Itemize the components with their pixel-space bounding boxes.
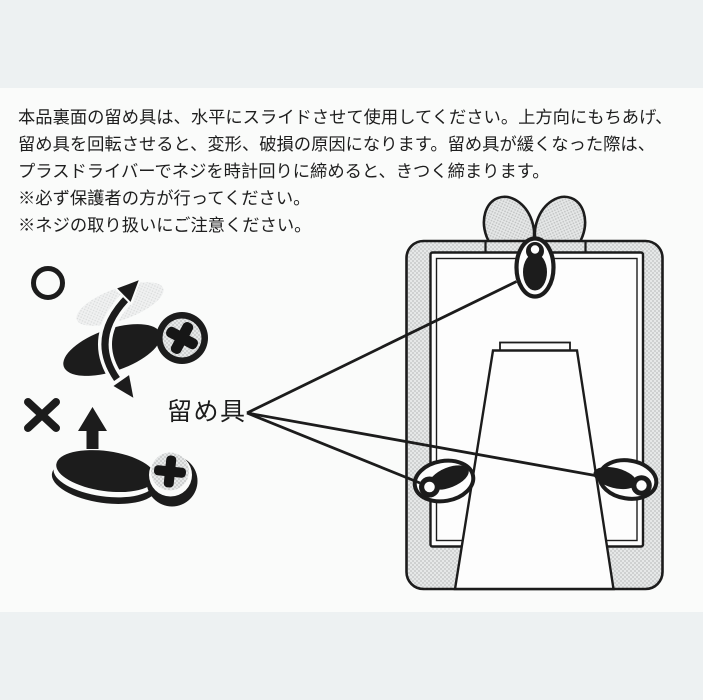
fastener-bottom-right: [593, 458, 659, 501]
phillips-screw-icon: [156, 312, 208, 364]
instruction-note: ※必ず保護者の方が行ってください。: [18, 187, 311, 208]
fastener-top: [514, 236, 556, 299]
instruction-line: 本品裏面の留め具は、水平にスライドさせて使用してください。上方向にもちあげ、: [18, 107, 673, 127]
instruction-note: ※ネジの取り扱いにご注意ください。: [18, 214, 312, 235]
lifted-fastener: [51, 450, 198, 507]
phillips-screw-icon: [146, 452, 198, 507]
pointer-line-top: [246, 280, 518, 415]
curved-double-arrow-icon: [98, 276, 143, 402]
up-arrow-icon: [78, 407, 107, 449]
correct-way-illustration: [31, 266, 208, 402]
instruction-line: プラスドライバーでネジを時計回りに締めると、きつく締まります。: [18, 160, 550, 181]
pointer-line-left: [246, 411, 421, 485]
fastener-label: 留め具: [167, 398, 247, 426]
instruction-line: 留め具を回転させると、変形、破損の原因になります。留め具が緩くなった際は、: [18, 133, 655, 154]
frame-back-view: [405, 195, 664, 591]
x-ng-icon: [24, 398, 60, 432]
screw-hole: [530, 245, 540, 254]
fastener-callout: 留め具: [167, 280, 599, 485]
pointer-line-right: [246, 411, 599, 478]
screw-hole: [424, 481, 435, 493]
wrong-way-illustration: [24, 398, 198, 507]
screw-hole: [636, 480, 647, 491]
easel-stand: [453, 341, 615, 591]
instruction-text-block: 本品裏面の留め具は、水平にスライドさせて使用してください。上方向にもちあげ、 留…: [18, 104, 698, 239]
circle-ok-icon: [31, 266, 65, 300]
fastener-bottom-left: [412, 458, 476, 504]
